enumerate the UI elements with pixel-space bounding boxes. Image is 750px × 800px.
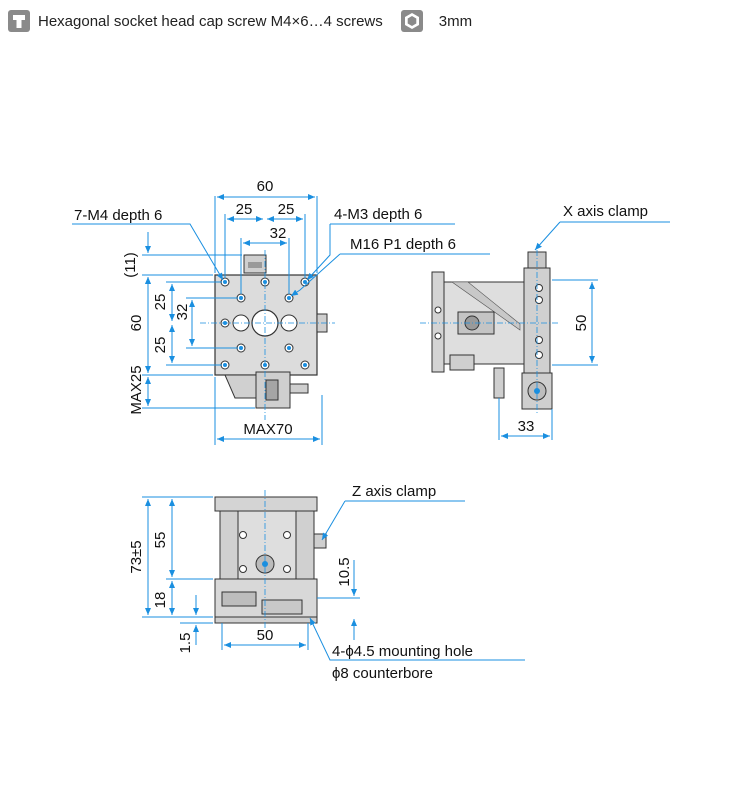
label-m3: 4-M3 depth 6 xyxy=(334,206,422,223)
dim-25a: 25 xyxy=(236,201,253,218)
label-m16: M16 P1 depth 6 xyxy=(350,236,456,253)
hex-key-icon xyxy=(400,10,423,32)
label-counterbore: ϕ8 counterbore xyxy=(332,665,433,682)
hex-legend-text: 3mm xyxy=(438,12,473,30)
dim-73: 73±5 xyxy=(128,540,145,573)
screw-legend-text: Hexagonal socket head cap screw M4×6…4 s… xyxy=(38,12,383,30)
cap-screw-icon xyxy=(8,10,30,32)
dim-18: 18 xyxy=(152,592,169,609)
dim-25-left-b: 25 xyxy=(152,337,169,354)
dim-33: 33 xyxy=(518,418,535,435)
label-mount-hole: 4-ϕ4.5 mounting hole xyxy=(332,643,473,660)
top-view: 60 25 25 32 7-M4 depth 6 4-M3 depth 6 M1… xyxy=(72,178,490,445)
side-view: X axis clamp 50 33 xyxy=(420,203,670,440)
dim-50-bottom: 50 xyxy=(257,627,274,644)
dim-50-right: 50 xyxy=(573,315,590,332)
legend: Hexagonal socket head cap screw M4×6…4 s… xyxy=(8,8,472,34)
dim-25b: 25 xyxy=(278,201,295,218)
dim-32-top: 32 xyxy=(270,225,287,242)
dim-55: 55 xyxy=(152,532,169,549)
dim-11: (11) xyxy=(122,252,139,278)
dim-60-top: 60 xyxy=(257,178,274,195)
dim-1-5: 1.5 xyxy=(177,633,194,654)
dim-max70: MAX70 xyxy=(243,421,292,438)
dim-10-5: 10.5 xyxy=(336,557,353,586)
label-z-clamp: Z axis clamp xyxy=(352,483,436,500)
label-x-clamp: X axis clamp xyxy=(563,203,648,220)
dim-max25: MAX25 xyxy=(128,365,145,414)
dim-32-left: 32 xyxy=(174,304,191,321)
label-m4: 7-M4 depth 6 xyxy=(74,207,162,224)
dim-60-left: 60 xyxy=(128,315,145,332)
dim-25-left-a: 25 xyxy=(152,294,169,311)
front-view: Z axis clamp 73±5 55 18 1.5 10.5 xyxy=(128,483,525,682)
